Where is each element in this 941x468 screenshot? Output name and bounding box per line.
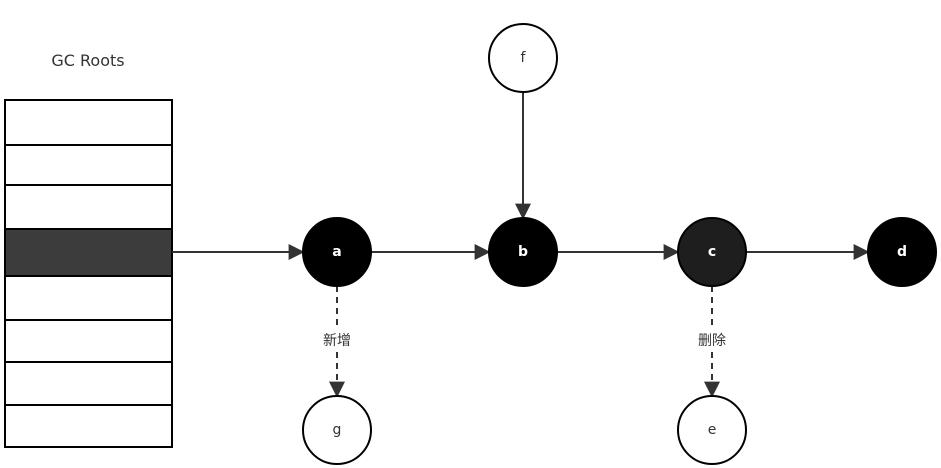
node-circle-d	[867, 217, 937, 287]
node-g: g	[302, 395, 372, 465]
gc-root-slot	[4, 404, 173, 448]
edge-labels: 新增 删除	[315, 330, 734, 352]
node-e: e	[677, 395, 747, 465]
nodes: a b c d f g e	[302, 23, 937, 465]
node-label-c: c	[708, 244, 716, 260]
edge-label-bg	[315, 330, 359, 352]
gc-roots-stack	[4, 99, 173, 448]
edge-label-bg	[690, 330, 734, 352]
node-b: b	[488, 217, 558, 287]
node-label-a: a	[332, 244, 341, 260]
node-label-e: e	[708, 422, 717, 438]
node-circle-b	[488, 217, 558, 287]
gc-root-slot	[4, 99, 173, 146]
node-label-d: d	[897, 244, 907, 260]
gc-root-slot	[4, 144, 173, 186]
node-d: d	[867, 217, 937, 287]
node-a: a	[302, 217, 372, 287]
node-circle-c	[677, 217, 747, 287]
edge-label-c-e: 删除	[698, 333, 726, 349]
node-label-f: f	[521, 50, 527, 66]
node-c: c	[677, 217, 747, 287]
gc-root-slot	[4, 361, 173, 406]
node-label-b: b	[518, 244, 528, 260]
gc-root-slot	[4, 184, 173, 230]
gc-root-slot-active	[4, 228, 173, 277]
gc-root-slot	[4, 275, 173, 321]
node-circle-g	[302, 395, 372, 465]
edge-label-a-g: 新增	[323, 333, 351, 349]
node-circle-a	[302, 217, 372, 287]
node-circle-e	[677, 395, 747, 465]
node-circle-f	[488, 23, 558, 93]
node-f: f	[488, 23, 558, 93]
node-label-g: g	[333, 422, 342, 438]
gc-root-slot	[4, 319, 173, 363]
gc-roots-title: GC Roots	[51, 51, 124, 70]
